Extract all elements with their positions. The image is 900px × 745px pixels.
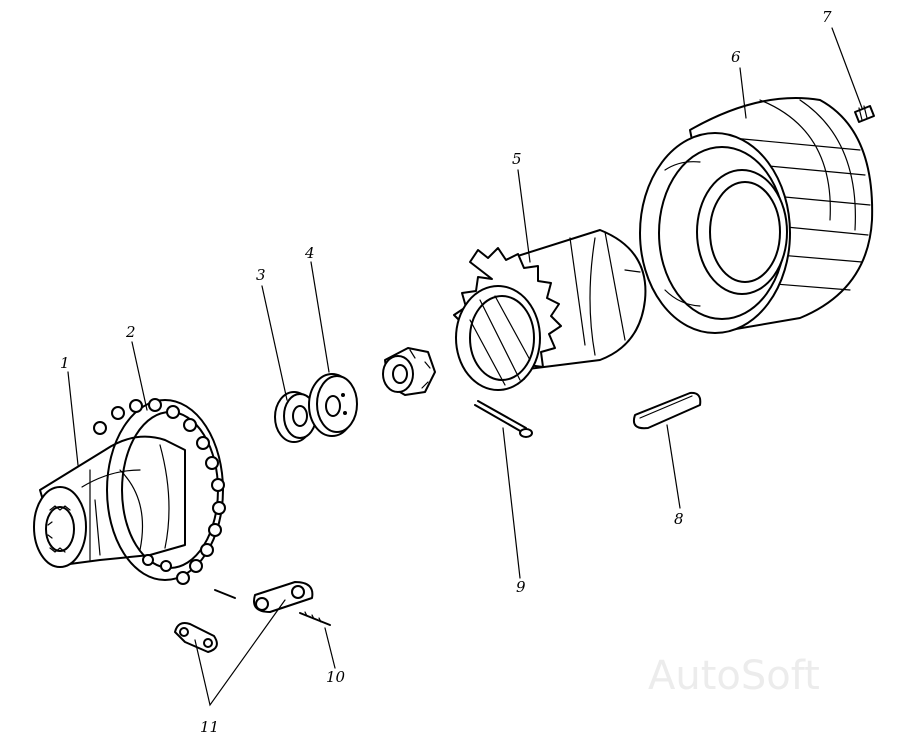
part-5-sprocket-sleeve bbox=[453, 229, 647, 391]
label-part-3: 3 bbox=[256, 266, 266, 284]
label-part-1: 1 bbox=[60, 354, 70, 372]
part-1-hub bbox=[33, 435, 186, 568]
part-8-key bbox=[632, 391, 702, 430]
part-11-chain-link bbox=[174, 581, 314, 653]
label-part-4: 4 bbox=[305, 244, 315, 262]
label-part-6: 6 bbox=[731, 48, 741, 66]
label-part-9: 9 bbox=[516, 578, 526, 596]
leader-lines bbox=[67, 27, 863, 707]
label-part-5: 5 bbox=[512, 150, 522, 168]
label-part-2: 2 bbox=[126, 323, 136, 341]
part-4-lock-washer bbox=[308, 373, 358, 437]
part-2-chain-sprocket bbox=[93, 398, 226, 585]
watermark: AutoSoft bbox=[648, 653, 820, 699]
label-part-11: 11 bbox=[200, 718, 220, 736]
castellated-nut bbox=[382, 347, 436, 396]
label-part-8: 8 bbox=[674, 510, 684, 528]
part-9-cotter-pin bbox=[474, 400, 533, 438]
part-10-pin bbox=[299, 611, 331, 626]
part-7-screw bbox=[854, 105, 875, 123]
label-part-10: 10 bbox=[326, 668, 346, 686]
label-part-7: 7 bbox=[822, 8, 832, 26]
part-6-housing bbox=[639, 97, 874, 334]
